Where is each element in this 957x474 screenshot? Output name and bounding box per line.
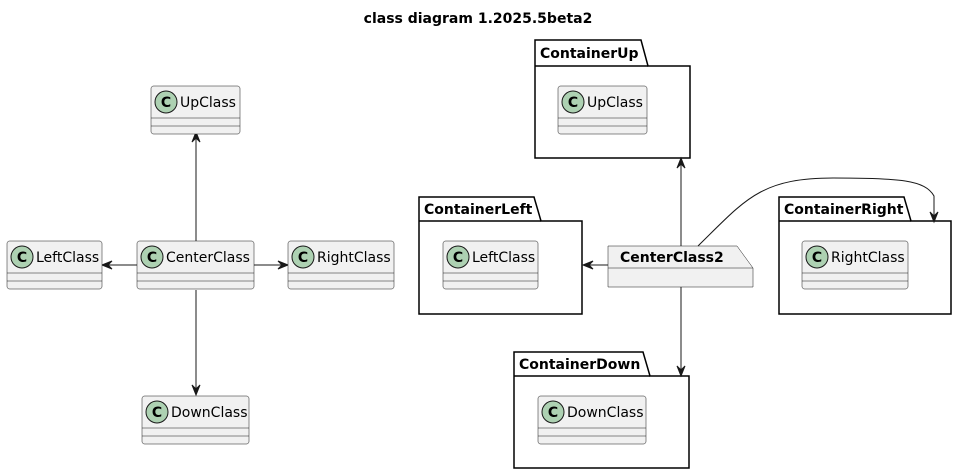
class-name: RightClass (831, 250, 905, 266)
svg-text:C: C (147, 250, 157, 266)
class-icon (291, 245, 315, 269)
class-name: DownClass (567, 405, 644, 421)
package-container-up[interactable]: ContainerUp C UpClass (534, 39, 691, 159)
class-center[interactable]: C CenterClass (136, 240, 255, 290)
node-center-class2[interactable]: CenterClass2 (607, 245, 754, 288)
class-name: UpClass (587, 95, 643, 111)
package-name: ContainerDown (519, 357, 640, 373)
edge-center-to-down (191, 290, 201, 397)
class-name: CenterClass (166, 250, 250, 266)
svg-text:C: C (548, 405, 558, 421)
class-down-in-package[interactable]: C DownClass (537, 395, 647, 445)
class-icon (154, 90, 178, 114)
class-icon (446, 245, 470, 269)
class-left[interactable]: C LeftClass (6, 240, 103, 290)
node-name: CenterClass2 (620, 250, 724, 266)
class-icon (561, 90, 585, 114)
edge-center2-to-container-right (697, 177, 939, 247)
class-icon (10, 245, 34, 269)
class-up-in-package[interactable]: C UpClass (557, 85, 648, 135)
edge-center2-to-container-down (676, 287, 686, 378)
class-icon (541, 400, 565, 424)
package-container-down[interactable]: ContainerDown C DownClass (513, 351, 690, 469)
package-name: ContainerUp (540, 46, 639, 62)
class-name: RightClass (317, 250, 391, 266)
class-name: LeftClass (36, 250, 99, 266)
svg-text:C: C (568, 95, 578, 111)
package-container-left[interactable]: ContainerLeft C LeftClass (418, 196, 583, 315)
class-icon (140, 245, 164, 269)
class-name: LeftClass (472, 250, 535, 266)
class-right-in-package[interactable]: C RightClass (801, 240, 909, 290)
svg-text:C: C (812, 250, 822, 266)
package-name: ContainerRight (784, 202, 904, 218)
svg-text:C: C (17, 250, 27, 266)
edge-center2-to-container-up (676, 156, 686, 246)
class-up[interactable]: C UpClass (150, 85, 241, 135)
edge-center-to-left (100, 260, 137, 270)
svg-text:C: C (298, 250, 308, 266)
class-right[interactable]: C RightClass (287, 240, 395, 290)
class-name: DownClass (171, 405, 248, 421)
edge-center-to-right (254, 260, 290, 270)
class-left-in-package[interactable]: C LeftClass (442, 240, 539, 290)
diagram-title: class diagram 1.2025.5beta2 (364, 11, 593, 27)
class-icon (805, 245, 829, 269)
edge-center-to-up (191, 130, 201, 241)
svg-text:C: C (453, 250, 463, 266)
edge-center2-to-container-left (581, 260, 608, 270)
package-name: ContainerLeft (424, 202, 533, 218)
class-icon (145, 400, 169, 424)
svg-text:C: C (152, 405, 162, 421)
class-down[interactable]: C DownClass (141, 395, 250, 445)
class-name: UpClass (180, 95, 236, 111)
package-container-right[interactable]: ContainerRight C RightClass (778, 196, 952, 315)
svg-text:C: C (161, 95, 171, 111)
